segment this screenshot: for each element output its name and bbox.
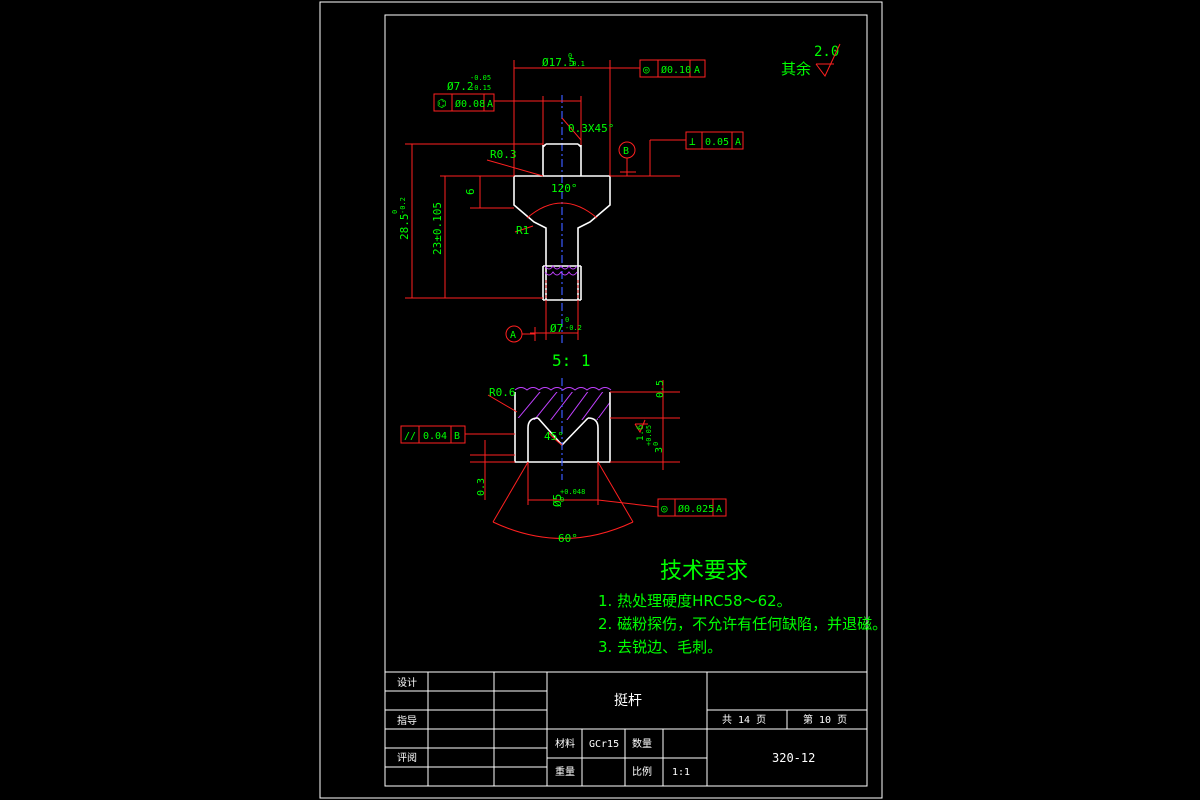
svg-text:A: A [735,137,741,148]
finish-1-6: 1.6 [636,425,646,441]
fcf-perpendicularity: ⊥ 0.05 A [685,131,744,150]
part-detail-view [514,378,612,480]
tb-material-label: 材料 [555,737,575,750]
dim-dia-17-5: Ø17.5 [542,56,575,69]
svg-text:A: A [694,65,700,76]
dim-28-5-lower: -0.2 [399,197,407,214]
dim-angle-45: 45° [544,430,564,443]
dim-dia-5: Ø5 [551,494,564,507]
datum-b-marker: B [618,141,636,159]
tech-requirement-2: 2. 磁粉探伤，不允许有任何缺陷，并退磁。 [598,615,887,633]
surface-finish-symbol [815,43,841,77]
dim-28-5-upper: 0 [391,210,399,214]
dim-dia-7: Ø7 [550,322,563,335]
surface-finish-label: 其余 [781,60,811,78]
dim-0-5: 0.5 [655,380,666,398]
fcf-concentric-detail: ◎ Ø0.025 A [657,498,727,517]
part-main-view [513,95,611,345]
dim-r-1: R1 [516,224,529,237]
dim-angle-60: 60° [558,532,578,545]
tb-design-label: 设计 [397,676,417,689]
dim-dia-7-2-lower: -0.15 [470,84,491,92]
dim-dia-17-5-lower: -0.1 [568,60,585,68]
tb-page-no: 第 10 页 [803,713,847,726]
dim-dia-5-lower: 0 [560,496,564,504]
tb-drawing-no: 320-12 [772,751,815,765]
fcf-concentric-top: ◎ Ø0.10 A [639,59,706,78]
dim-dia-7-2: Ø7.2 [447,80,474,93]
surface-finish-value: 2.0 [814,44,839,60]
dim-3-upper: +0.05 [645,425,653,446]
svg-text:Ø0.10: Ø0.10 [661,64,691,76]
tb-weight-label: 重量 [555,765,575,778]
svg-text:⊥: ⊥ [689,135,696,148]
tb-review-label: 评阅 [397,751,417,764]
svg-text:B: B [623,146,629,157]
title-block [384,671,868,787]
fcf-hex-left: ⌬ Ø0.08 A [433,93,495,112]
svg-text:0.04: 0.04 [423,431,447,442]
scale-note: 5: 1 [552,351,591,370]
svg-text:⌬: ⌬ [437,97,447,110]
tb-guide-label: 指导 [397,714,417,727]
tb-scale: 1:1 [672,767,690,778]
tb-quantity-label: 数量 [632,737,652,750]
dim-3-lower: 0 [652,442,660,446]
tech-requirement-1: 1. 热处理硬度HRC58～62。 [598,592,792,610]
outer-border [319,1,883,799]
dim-dia-7-lower: -0.2 [565,324,582,332]
svg-text:◎: ◎ [661,502,668,515]
dim-dia-5-upper: +0.048 [560,488,585,496]
svg-text:Ø0.08: Ø0.08 [455,98,485,110]
svg-text:0.05: 0.05 [705,137,729,148]
dim-6: 6 [464,188,477,195]
dim-dia-7-upper: 0 [565,316,569,324]
inner-border [384,14,868,787]
svg-text:◎: ◎ [643,63,650,76]
dim-28-5: 28.5 [398,214,411,241]
dim-dia-17-5-upper: 0 [568,52,572,60]
dim-3: 3 [654,447,665,453]
dimension-lines-detail [465,380,680,539]
tb-total-pages: 共 14 页 [722,714,766,726]
dim-0-3: 0.3 [476,478,487,496]
dim-r-0-6: R0.6 [489,386,516,399]
dim-23: 23±0.105 [431,202,444,255]
tb-part-name: 挺杆 [614,693,642,709]
svg-text:B: B [454,431,460,442]
datum-a-marker: A [505,325,536,343]
tech-requirement-3: 3. 去锐边、毛刺。 [598,638,722,656]
fcf-parallel: // 0.04 B [400,425,466,444]
tb-scale-label: 比例 [632,765,652,778]
svg-text:A: A [716,504,722,515]
dim-angle-120: 120° [551,182,578,195]
svg-text:A: A [510,330,516,341]
svg-text://: // [404,431,416,442]
dim-r-0-3: R0.3 [490,148,517,161]
dim-chamfer: 0.3X45° [568,122,614,135]
tech-requirements-title: 技术要求 [660,559,748,584]
tb-material: GCr15 [589,739,619,750]
dimension-lines-top [405,60,686,340]
svg-text:A: A [487,99,493,110]
svg-text:Ø0.025: Ø0.025 [678,503,714,515]
dim-dia-7-2-upper: -0.05 [470,74,491,82]
